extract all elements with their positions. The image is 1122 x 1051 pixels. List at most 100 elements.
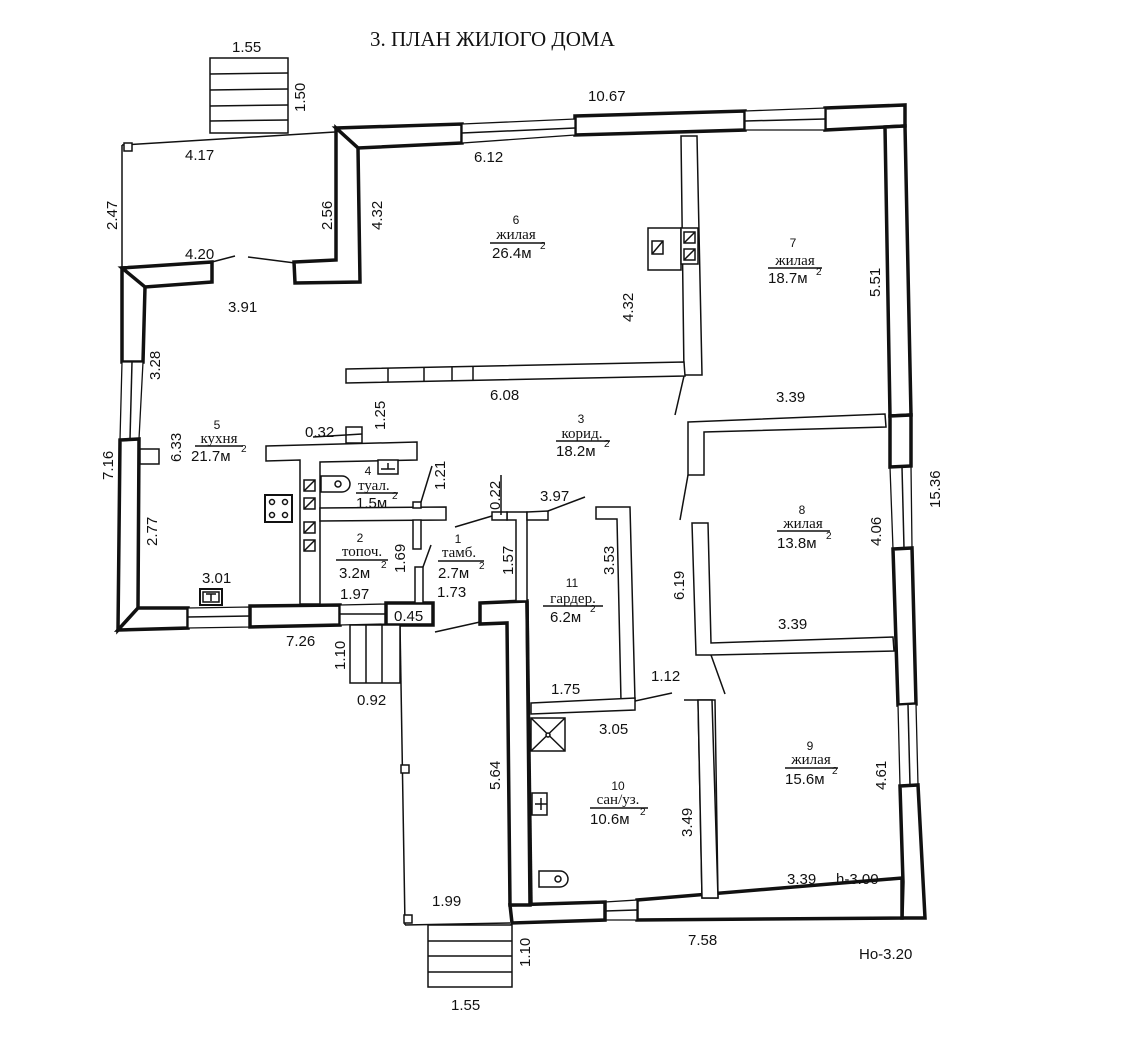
bottom-steps — [427, 924, 513, 988]
dim-vestibule-right: 1.57 — [500, 546, 517, 575]
svg-text:2: 2 — [832, 766, 838, 777]
sink-icon — [531, 792, 548, 816]
svg-text:2: 2 — [381, 560, 387, 571]
svg-text:2: 2 — [590, 604, 596, 615]
svg-text:2: 2 — [816, 267, 822, 278]
dim-vestibule-bottom: 1.73 — [437, 584, 466, 601]
svg-text:жилая: жилая — [782, 516, 823, 532]
ceiling-height: h-3.00 — [836, 871, 879, 888]
room-label-5: 5 кухня 21.7м 2 — [191, 418, 247, 465]
svg-text:топоч.: топоч. — [342, 544, 382, 560]
svg-text:2: 2 — [604, 439, 610, 450]
svg-text:2: 2 — [826, 531, 832, 542]
shower-icon — [530, 717, 566, 752]
svg-text:корид.: корид. — [562, 426, 603, 442]
svg-text:9: 9 — [807, 739, 814, 753]
svg-text:жилая: жилая — [790, 752, 831, 768]
svg-text:26.4м: 26.4м — [492, 245, 532, 262]
svg-text:2: 2 — [392, 491, 398, 502]
svg-text:3: 3 — [578, 412, 585, 426]
svg-text:жилая: жилая — [774, 253, 815, 269]
exterior-walls — [113, 103, 927, 925]
svg-text:2.7м: 2.7м — [438, 565, 469, 582]
dim-porch-left: 2.47 — [104, 201, 121, 230]
dim-wc-offset: 0.32 — [305, 424, 334, 441]
doors — [312, 375, 726, 702]
dim-room8-bottom: 3.39 — [778, 616, 807, 633]
svg-text:6.2м: 6.2м — [550, 609, 581, 626]
dim-porch-top: 4.17 — [185, 147, 214, 164]
svg-text:туал.: туал. — [358, 478, 390, 494]
room-label-2: 2 топоч. 3.2м 2 — [336, 531, 388, 582]
dim-overall-top: 10.67 — [588, 88, 626, 105]
svg-text:15.6м: 15.6м — [785, 771, 825, 788]
dim-overall-bottom: 7.58 — [688, 932, 717, 949]
dim-wardrobe-right: 3.53 — [601, 546, 618, 575]
dim-bottom-steps-depth: 1.10 — [517, 938, 534, 967]
dim-overall-bottom-left: 7.26 — [286, 633, 315, 650]
dim-top-steps-depth: 1.50 — [292, 83, 309, 112]
dim-porch-bottom: 4.20 — [185, 246, 214, 263]
dim-room7-right: 5.51 — [867, 268, 884, 297]
room-label-1: 1 тамб. 2.7м 2 — [438, 532, 485, 582]
toilet-icon — [320, 475, 351, 493]
dim-door-112: 1.12 — [651, 668, 680, 685]
dim-bath-top: 3.05 — [599, 721, 628, 738]
svg-text:10: 10 — [611, 779, 625, 793]
svg-text:11: 11 — [566, 576, 579, 590]
svg-text:5: 5 — [214, 418, 221, 432]
top-steps — [209, 57, 289, 134]
fixtures — [199, 227, 699, 888]
dim-room8-right: 4.06 — [868, 517, 885, 546]
dim-overall-left: 7.16 — [100, 451, 117, 480]
dim-wc-height: 1.25 — [372, 401, 389, 430]
svg-text:6: 6 — [513, 213, 520, 227]
room-label-10: 10 сан/уз. 10.6м 2 — [590, 779, 648, 828]
dim-overall-right: 15.36 — [927, 470, 944, 508]
plan-title: 3. ПЛАН ЖИЛОГО ДОМА — [370, 27, 616, 51]
dim-bottom-steps-width: 1.55 — [451, 997, 480, 1014]
height-mark: Ho-3.20 — [859, 946, 912, 963]
svg-text:2: 2 — [241, 444, 247, 455]
dim-kitchen-upper-left: 3.28 — [147, 351, 164, 380]
svg-text:сан/уз.: сан/уз. — [597, 792, 640, 808]
svg-text:жилая: жилая — [495, 227, 536, 243]
svg-text:10.6м: 10.6м — [590, 811, 630, 828]
dim-entry-045: 0.45 — [394, 608, 423, 625]
sink-icon — [377, 459, 399, 475]
dim-hall-619: 6.19 — [671, 571, 688, 600]
svg-text:8: 8 — [799, 503, 806, 517]
svg-text:4: 4 — [365, 464, 372, 478]
terrace — [399, 623, 511, 926]
svg-text:7: 7 — [790, 236, 797, 250]
svg-text:3.2м: 3.2м — [339, 565, 370, 582]
dim-corridor-397: 3.97 — [540, 488, 569, 505]
room-label-4: 4 туал. 1.5м 2 — [356, 464, 398, 512]
dim-terrace-width: 1.99 — [432, 893, 461, 910]
room-label-11: 11 гардер. 6.2м 2 — [543, 576, 603, 626]
dim-boiler-height: 1.69 — [392, 544, 409, 573]
dim-side-steps-depth: 1.10 — [332, 641, 349, 670]
svg-text:2: 2 — [479, 561, 485, 572]
dim-corridor-wall: 6.08 — [490, 387, 519, 404]
dim-room9-right: 4.61 — [873, 761, 890, 790]
svg-text:18.2м: 18.2м — [556, 443, 596, 460]
dim-room6-left: 4.32 — [369, 201, 386, 230]
dim-room6-top: 6.12 — [474, 149, 503, 166]
svg-text:кухня: кухня — [200, 431, 237, 447]
svg-text:18.7м: 18.7м — [768, 270, 808, 287]
room-label-6: 6 жилая 26.4м 2 — [490, 213, 546, 262]
side-steps — [349, 624, 401, 684]
dim-room6-right: 4.32 — [620, 293, 637, 322]
sink-icon — [199, 588, 223, 606]
dim-boiler-bottom: 1.97 — [340, 586, 369, 603]
room-label-3: 3 корид. 18.2м 2 — [556, 412, 610, 460]
dim-kitchen-lower-left: 2.77 — [144, 517, 161, 546]
dimension-labels: 1.55 1.50 10.67 4.17 2.47 4.20 2.56 4.32… — [100, 39, 944, 1014]
svg-text:2: 2 — [640, 807, 646, 818]
dim-terrace-height: 5.64 — [487, 761, 504, 790]
svg-text:2: 2 — [540, 241, 546, 252]
toilet-icon — [538, 870, 569, 888]
dim-kitchen-height: 6.33 — [168, 433, 185, 462]
